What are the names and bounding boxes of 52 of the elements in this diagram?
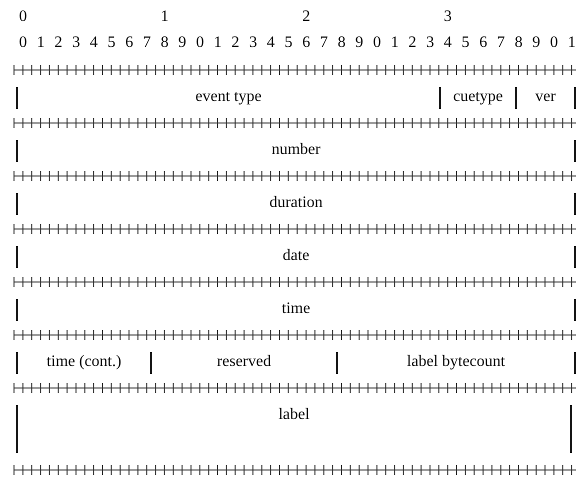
bit-number: 3 [72, 34, 80, 52]
bit-number: 6 [125, 34, 134, 52]
bit-number: 1 [214, 34, 222, 52]
field-name: time [282, 299, 310, 319]
field-box [16, 246, 576, 268]
bit-number: 4 [444, 34, 452, 52]
field-name: date [282, 246, 310, 266]
bit-number: 5 [462, 34, 470, 52]
field-name: label [278, 405, 310, 425]
bit-number: 8 [338, 34, 346, 52]
bit-number: 7 [496, 34, 505, 52]
bit-number: 9 [532, 34, 540, 52]
bit-number: 0 [19, 34, 27, 52]
field-box [16, 299, 576, 321]
bit-number: 0 [196, 34, 204, 52]
bit-number: 0 [550, 34, 558, 52]
bit-number: 3 [426, 34, 434, 52]
bit-number: 4 [266, 34, 275, 52]
bit-tens-number: 2 [302, 8, 310, 26]
bit-number: 7 [142, 34, 151, 52]
field-name: ver [535, 87, 556, 107]
field-name: time (cont.) [46, 352, 122, 372]
field-name: event type [195, 87, 262, 107]
bit-number: 6 [479, 34, 488, 52]
bit-number: 8 [160, 34, 169, 52]
bit-number: 1 [36, 34, 45, 52]
bit-number: 2 [408, 34, 416, 52]
bit-number: 1 [568, 34, 576, 52]
bit-number: 3 [249, 34, 258, 52]
bit-number: 2 [54, 34, 62, 52]
bit-number: 4 [90, 34, 98, 52]
bit-tens-number: 0 [19, 8, 27, 26]
bit-number: 6 [302, 34, 310, 52]
bit-number: 5 [108, 34, 116, 52]
bit-number: 0 [373, 34, 381, 52]
field-name: duration [269, 193, 323, 213]
bit-number: 8 [514, 34, 523, 52]
bit-number: 9 [355, 34, 364, 52]
bit-number: 7 [320, 34, 328, 52]
bit-number: 5 [284, 34, 292, 52]
field-name: number [272, 140, 320, 160]
field-box [16, 193, 576, 215]
bit-tens-number: 3 [444, 8, 452, 26]
field-name: reserved [216, 352, 272, 372]
field-name: cuetype [453, 87, 503, 107]
bit-number: 2 [231, 34, 240, 52]
field-name: label bytecount [406, 352, 506, 372]
bit-number: 1 [390, 34, 399, 52]
bit-tens-number: 1 [160, 8, 169, 26]
field-box [16, 140, 576, 162]
bit-number: 9 [178, 34, 186, 52]
field-box [16, 405, 572, 453]
